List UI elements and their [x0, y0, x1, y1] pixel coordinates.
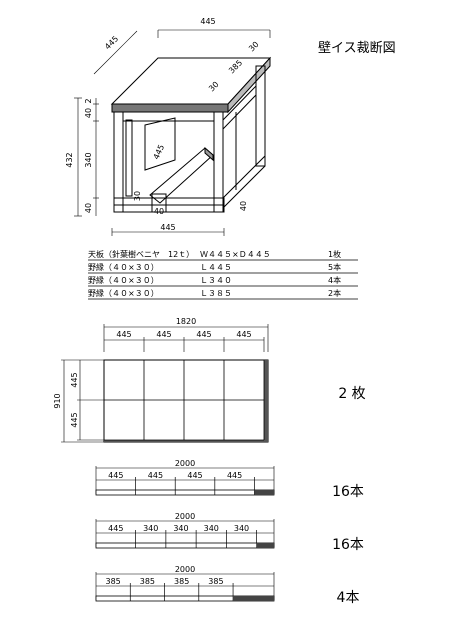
- bar-1-cut-4-label: 445: [227, 471, 242, 480]
- bar-3-waste: [233, 596, 274, 601]
- bar-1-stick: [95, 489, 275, 496]
- stool-brace-foot: [151, 193, 167, 213]
- board-row-2-label: 445: [70, 412, 79, 427]
- bar-1-cut-3-label: 445: [187, 471, 202, 480]
- stool-brace-label: 445: [152, 143, 167, 161]
- part-row-2-spec: Ｌ４４５: [200, 263, 232, 272]
- bar-2-cut-4-label: 340: [204, 524, 219, 533]
- part-row-1-qty: 1枚: [328, 249, 341, 259]
- stool-inner-385-label: 385: [227, 58, 244, 75]
- bar-2-cut-5-label: 340: [234, 524, 249, 533]
- bars-cutting: 2000 445 445 445 445 16本 2000 445 340 340 340 340 16…: [95, 459, 364, 606]
- part-row-3-qty: 4本: [328, 275, 341, 285]
- board-height-label: 910: [53, 393, 62, 408]
- stool-leg-front-right: [213, 111, 224, 213]
- part-row-4-name: 野縁（４０×３０）: [88, 288, 159, 298]
- stool-side-40-bottom-label: 40: [84, 203, 93, 213]
- stool-front-40-label: 40: [154, 207, 164, 216]
- stool-front-apron-top: [122, 111, 215, 122]
- bar-2-cut-2-label: 340: [143, 524, 158, 533]
- bar-1-length-label: 2000: [175, 459, 195, 468]
- parts-list: 天板（針葉樹ベニヤ 12ｔ） Ｗ４４５×Ｄ４４５ 1枚 野縁（４０×３０） Ｌ４…: [88, 249, 358, 300]
- part-row-2-qty: 5本: [328, 262, 341, 272]
- stool-dimensions: [74, 29, 271, 236]
- bar-2-cut-3-label: 340: [173, 524, 188, 533]
- bar-3-cut-1-label: 385: [105, 577, 120, 586]
- bar-2-length-label: 2000: [175, 512, 195, 521]
- part-row-1-spec: Ｗ４４５×Ｄ４４５: [200, 250, 271, 259]
- page-title: 壁イス裁断図: [318, 40, 396, 56]
- stool-leg-front-left: [113, 111, 124, 213]
- stool-side-40-top-label: 40: [84, 108, 93, 118]
- bar-3-length-label: 2000: [175, 565, 195, 574]
- stool-depth-label: 445: [103, 34, 120, 51]
- stool-side-rail-bottom: [222, 154, 266, 210]
- plywood-board: 1820 445 445 445 445 910 445 445 2 枚: [53, 317, 366, 443]
- stool-side-2-label: 2: [84, 98, 93, 103]
- stool-top-face: [110, 57, 272, 105]
- bar-2-count-label: 16本: [332, 537, 364, 553]
- board-col-4-label: 445: [236, 330, 251, 339]
- bar-3-count-label: 4本: [337, 590, 360, 606]
- stool-inner-frame: [144, 117, 176, 171]
- stool-top-width-label: 445: [200, 17, 215, 26]
- board-row-1-label: 445: [70, 372, 79, 387]
- stool-side-rail-top: [222, 84, 257, 131]
- stool-leg-back-left: [125, 119, 133, 197]
- bar-2-cut-1-label: 445: [108, 524, 123, 533]
- stool-right-40-label: 40: [239, 201, 248, 211]
- stool-thickness-label: 30: [247, 40, 261, 54]
- board-width-label: 1820: [176, 317, 196, 326]
- board-col-2-label: 445: [156, 330, 171, 339]
- bar-1-cut-2-label: 445: [148, 471, 163, 480]
- stool-front-30-label: 30: [133, 191, 142, 201]
- stool-inner-30-label: 30: [207, 80, 221, 94]
- bar-2-stick: [95, 542, 275, 549]
- board-col-3-label: 445: [196, 330, 211, 339]
- part-row-3-name: 野縁（４０×３０）: [88, 275, 159, 285]
- stool-height-label: 432: [65, 152, 74, 167]
- bar-3-cut-3-label: 385: [174, 577, 189, 586]
- board-count-label: 2 枚: [338, 386, 365, 402]
- part-row-2-name: 野縁（４０×３０）: [88, 262, 159, 272]
- part-row-4-qty: 2本: [328, 288, 341, 298]
- board-col-1-label: 445: [116, 330, 131, 339]
- stool-bottom-width-label: 445: [160, 223, 175, 232]
- stool-side-340-label: 340: [84, 152, 93, 167]
- bar-3-cut-4-label: 385: [208, 577, 223, 586]
- bar-3-cut-2-label: 385: [140, 577, 155, 586]
- part-row-3-spec: Ｌ３４０: [200, 276, 232, 285]
- bar-1-cut-1-label: 445: [108, 471, 123, 480]
- stool-drawing: [110, 56, 272, 213]
- bar-1-waste: [254, 490, 274, 495]
- part-row-1-name: 天板（針葉樹ベニヤ 12ｔ）: [88, 249, 194, 259]
- part-row-4-spec: Ｌ３８５: [200, 289, 232, 298]
- bar-1-count-label: 16本: [332, 484, 364, 500]
- stool-top-edge: [111, 103, 229, 113]
- stool-brace-end: [204, 146, 214, 162]
- bar-2-waste: [256, 543, 274, 548]
- stool-leg-back-right: [255, 65, 266, 167]
